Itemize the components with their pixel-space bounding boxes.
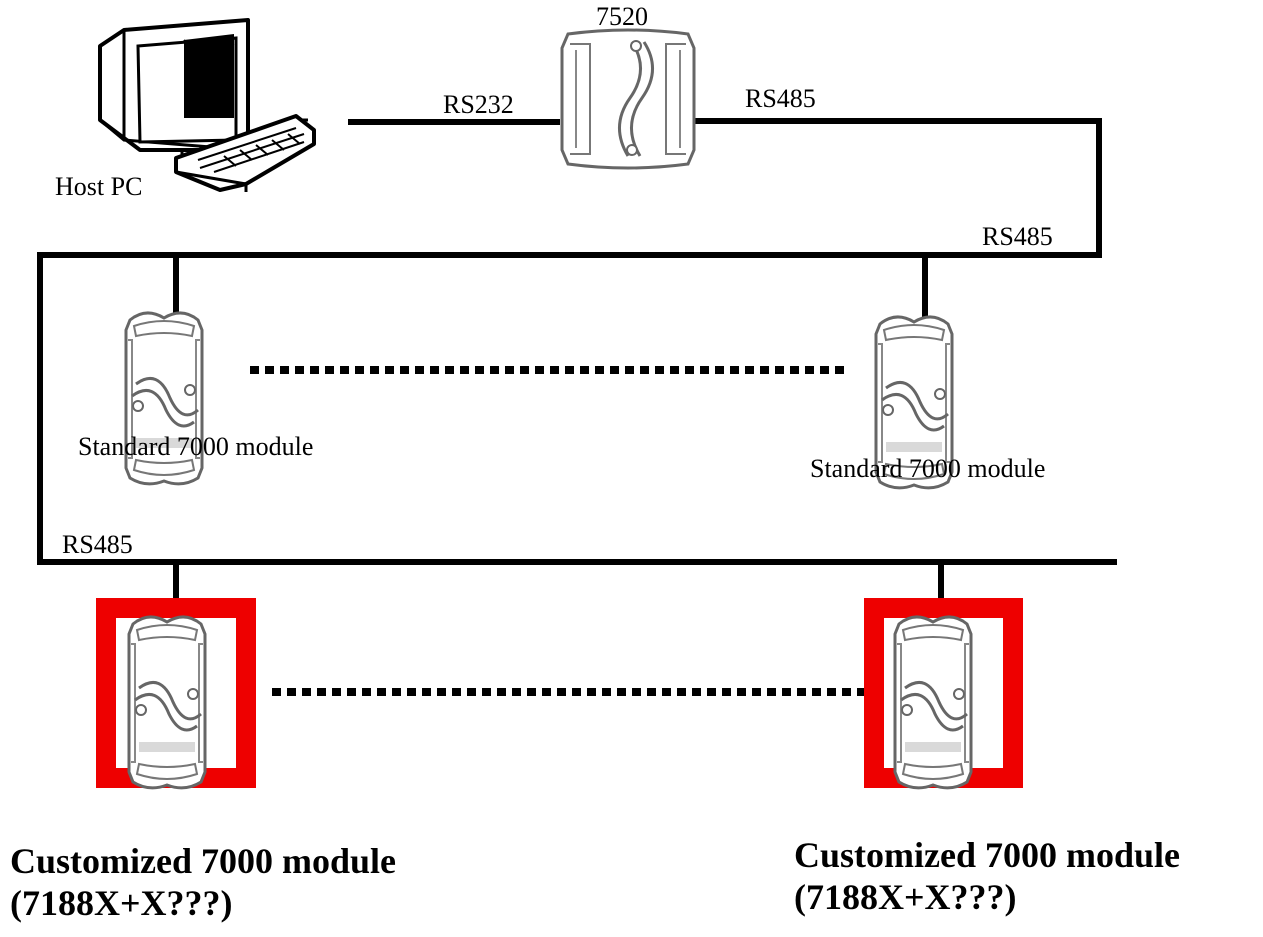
rs232-label: RS232 [443, 90, 514, 119]
host-pc-label: Host PC [55, 172, 143, 201]
rs485-wire-top [694, 118, 1102, 256]
rs485-right-label: RS485 [982, 222, 1053, 251]
rs485-lower-label: RS485 [62, 530, 133, 559]
rs485-top-label: RS485 [745, 84, 816, 113]
custom-module-right-subtitle: (7188X+X???) [794, 877, 1017, 917]
standard-module-left-label: Standard 7000 module [78, 432, 314, 461]
custom-module-right-title: Customized 7000 module [794, 835, 1180, 875]
converter-label: 7520 [596, 2, 648, 31]
rs485-bus-upper [37, 252, 1102, 565]
custom-module-right-icon [893, 615, 973, 790]
custom-module-left-subtitle: (7188X+X???) [10, 883, 233, 923]
wiring [37, 118, 1117, 620]
converter-7520-icon [560, 28, 696, 170]
custom-module-left-icon [127, 615, 207, 790]
standard-module-right-label: Standard 7000 module [810, 454, 1046, 483]
host-pc-icon [98, 18, 316, 192]
custom-module-left-title: Customized 7000 module [10, 841, 396, 881]
